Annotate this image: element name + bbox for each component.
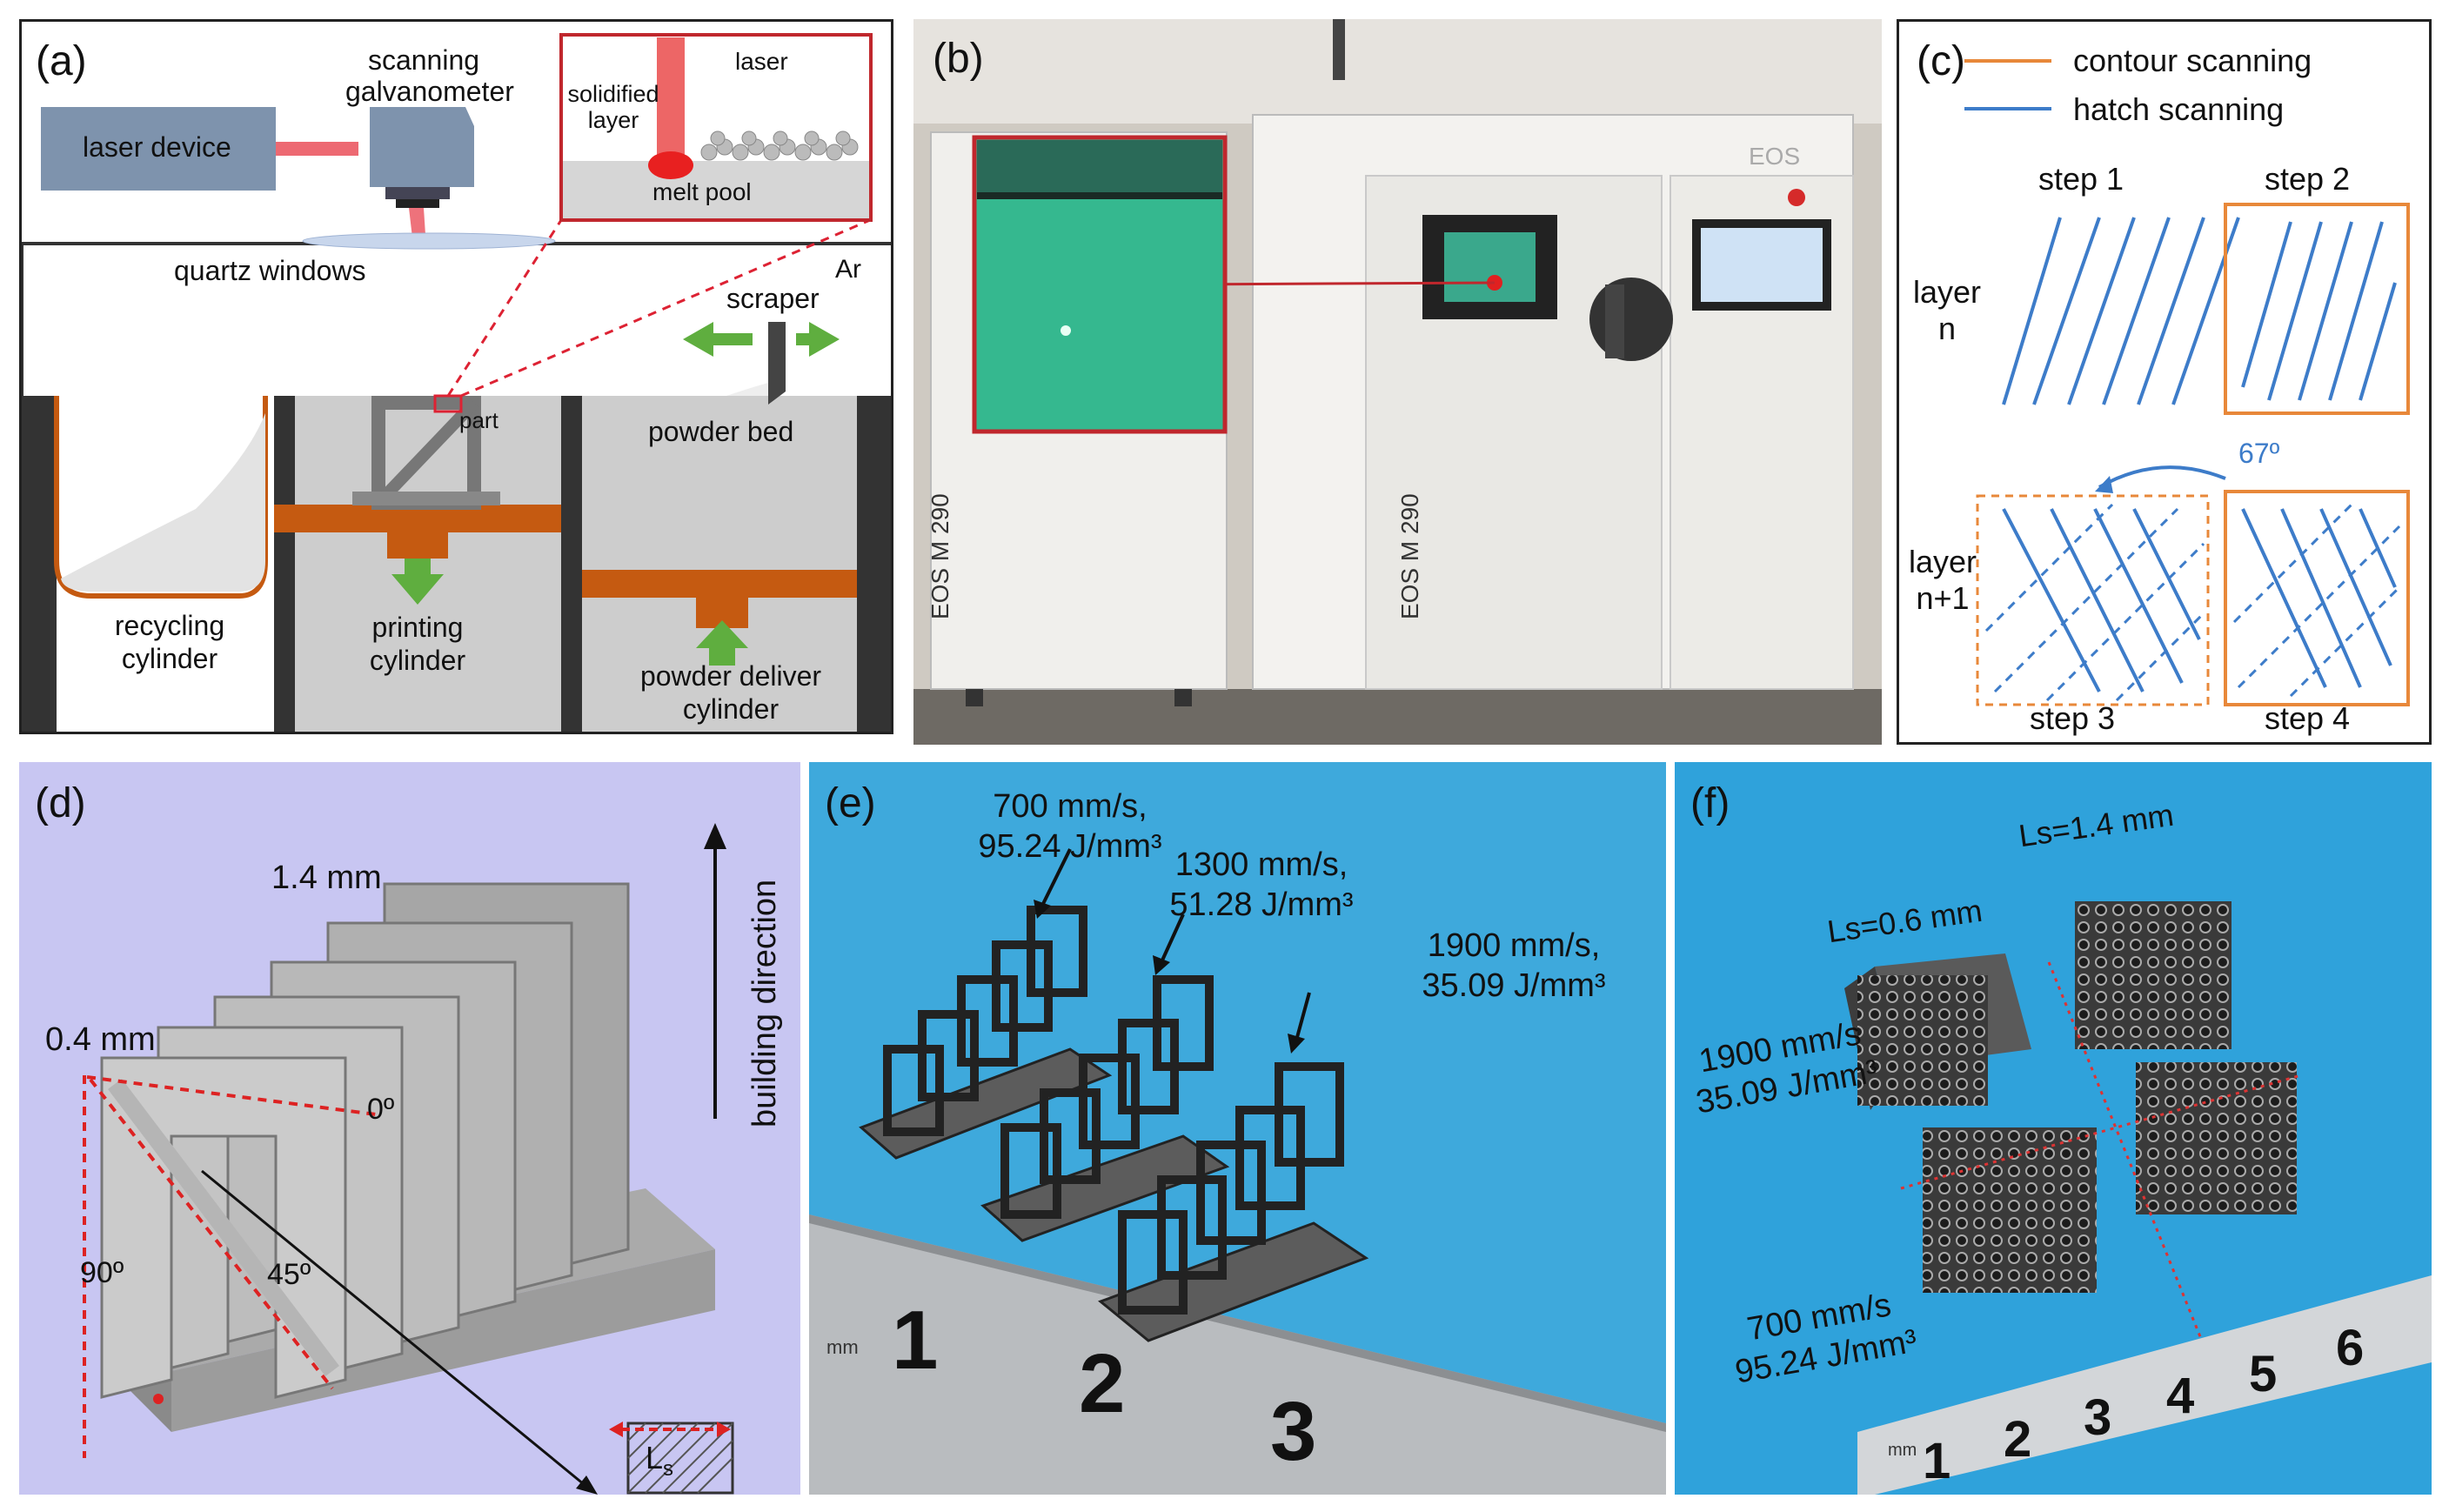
dim-left-label: 0.4 mm (45, 1021, 156, 1058)
panel-label-a: (a) (36, 38, 87, 84)
chamber-handle (1589, 278, 1673, 361)
scanning-strategy-diagram (1964, 59, 2410, 706)
inset-solidified-label: solidified layer (567, 81, 659, 133)
sample-group-700 (859, 906, 1113, 1160)
build-direction-arrow-icon (704, 823, 726, 849)
legend-contour-label: contour scanning (2073, 43, 2312, 78)
ruler (809, 1214, 1666, 1495)
recycling-cylinder (54, 396, 268, 599)
powder-bed-label: powder bed (648, 416, 794, 447)
step2-label: step 2 (2265, 161, 2351, 197)
am-process-schematic (22, 33, 891, 732)
printed-lattice-photo (809, 762, 1666, 1495)
recycling-cylinder-label: recycling cylinder (114, 610, 225, 674)
powder-deliver-platform (582, 570, 857, 598)
galvanometer-label: scanning galvanometer (345, 44, 514, 107)
ruler-unit-f: mm (1888, 1441, 1917, 1460)
laser-beam-horizontal (276, 142, 358, 156)
dim-top-label: 1.4 mm (271, 860, 382, 896)
sample-700-label: 700 mm/s, 95.24 J/mm³ (978, 788, 1162, 865)
brand-logo: EOS (1749, 143, 1801, 170)
lattice-cad-model (83, 823, 734, 1495)
laser-device-box (41, 107, 276, 191)
panel-a: (a) laser device scanning galvanometer q… (19, 19, 893, 734)
laser-device-label: laser device (83, 131, 231, 163)
ruler-digit-e-2: 2 (1079, 1337, 1126, 1430)
arrow-left-icon (683, 322, 753, 357)
ruler-digit-f-2: 2 (2004, 1411, 2032, 1468)
argon-label: Ar (835, 255, 861, 284)
sample-group-1900 (1098, 1062, 1369, 1342)
ruler-digit-f-3: 3 (2084, 1389, 2112, 1446)
rotation-angle-label: 67º (2238, 438, 2280, 469)
foam-cube-bottom-left (1923, 1127, 2097, 1293)
panel-label-d: (d) (35, 780, 86, 826)
step3-contour (1976, 494, 2210, 706)
ruler-digit-f-4: 4 (2166, 1368, 2195, 1424)
ruler-digit-f-5: 5 (2249, 1346, 2278, 1402)
ruler-digit-f-6: 6 (2336, 1320, 2365, 1376)
ruler-digit-e-1: 1 (892, 1294, 939, 1387)
ruler-f (1857, 1275, 2432, 1495)
panel-b: (b) EOS EOS M 290 EOS M 290 (913, 19, 1882, 745)
ls-dimension: Ls (646, 1440, 674, 1482)
part-label: part (459, 407, 498, 433)
printer-photo (913, 19, 1882, 745)
step4-contour (2224, 490, 2410, 706)
ruler-unit-e: mm (826, 1336, 859, 1358)
legend-hatch-label: hatch scanning (2073, 91, 2285, 127)
panel-c: (c) contour scanning hatch scanning step… (1897, 19, 2432, 745)
ls-dimension-arrow (609, 1422, 731, 1437)
foam-cube-top-left (1844, 953, 2031, 1110)
inset-melt-pool-label: melt pool (652, 178, 752, 205)
sample-1900-label: 1900 mm/s, 35.09 J/mm³ (1422, 927, 1606, 1004)
panel-f: (f) Ls=1.4 mm Ls=0.6 mm 1900 mm/s 35.09 … (1675, 762, 2432, 1495)
quartz-windows-label: quartz windows (174, 255, 366, 286)
foam-samples-photo (1675, 762, 2432, 1495)
step3-label: step 3 (2030, 700, 2116, 736)
building-direction-label: building direction (746, 879, 783, 1127)
scraper (768, 322, 786, 405)
angle-45-label: 45º (267, 1258, 311, 1291)
step1-hatch (2002, 217, 2240, 405)
panel-label-f: (f) (1690, 780, 1730, 826)
angle-0-label: 0º (367, 1093, 395, 1126)
step1-label: step 1 (2038, 161, 2124, 197)
foam-cube-bottom-right (2136, 1062, 2297, 1214)
layer-n-label: layer n (1912, 274, 1982, 346)
arrow-right-icon (796, 322, 840, 357)
step4-label: step 4 (2265, 700, 2351, 736)
sample-group-1300 (980, 975, 1230, 1242)
step2-contour (2224, 203, 2410, 415)
layer-n1-label: layer n+1 (1908, 544, 1977, 616)
panel-label-e: (e) (825, 780, 876, 826)
galvanometer-icon (370, 107, 474, 187)
panel-e: (e) 700 mm/s, 95.24 J/mm³ 1300 mm/s, 51.… (809, 762, 1666, 1495)
panel-label-c: (c) (1917, 38, 1965, 84)
ruler-digit-f-1: 1 (1923, 1433, 1951, 1489)
model-label-left: EOS M 290 (927, 493, 954, 619)
quartz-window (302, 232, 556, 250)
foam-cube-top-right (2075, 901, 2232, 1049)
sample-1300-label: 1300 mm/s, 51.28 J/mm³ (1169, 846, 1354, 923)
lattice-walls (100, 882, 630, 1399)
panel-label-b: (b) (933, 36, 984, 82)
scraper-label: scraper (726, 283, 820, 314)
printing-cylinder-label: printing cylinder (369, 612, 466, 676)
angle-90-label: 90º (80, 1256, 124, 1289)
powder-deliver-cylinder-label: powder deliver cylinder (639, 660, 822, 725)
model-label-main: EOS M 290 (1396, 493, 1423, 619)
inset-laser-label: laser (735, 48, 788, 75)
panel-d: (d) 1.4 mm 0.4 mm building direction 0º … (19, 762, 800, 1495)
ruler-digit-e-3: 3 (1270, 1385, 1317, 1478)
